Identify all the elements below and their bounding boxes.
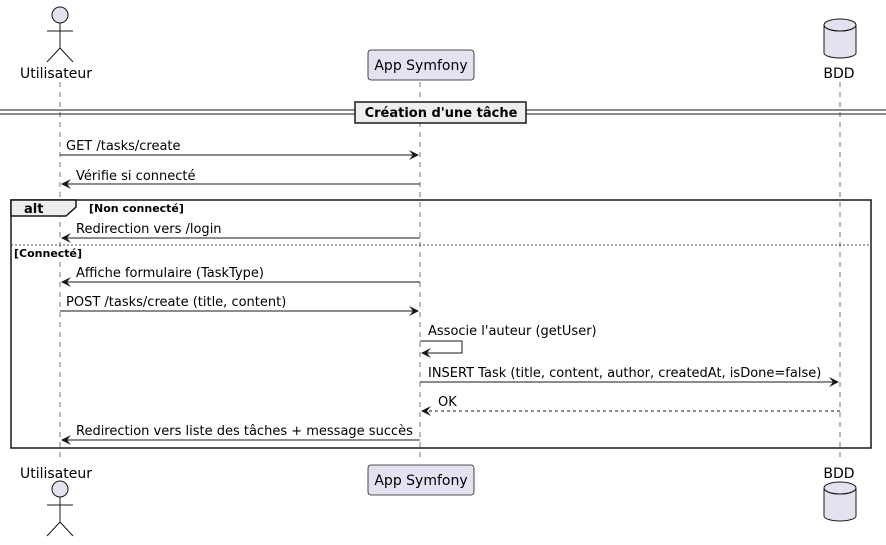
participant-user-top-label: Utilisateur (20, 66, 92, 82)
participant-app-top-box (367, 49, 475, 81)
message-label: GET /tasks/create (66, 139, 181, 154)
database-icon-top (823, 18, 857, 59)
message-label: Redirection vers liste des tâches + mess… (76, 424, 413, 439)
self-message-arrow (420, 340, 463, 358)
message-label: OK (438, 395, 457, 410)
alt-frame (10, 199, 872, 449)
alt-frame-tab (10, 199, 77, 217)
message-label: Associe l'auteur (getUser) (428, 324, 597, 339)
actor-user-bottom (46, 480, 74, 537)
participant-db-bottom-label: BDD (823, 466, 854, 482)
divider-title: Création d'une tâche (365, 106, 518, 121)
divider (0, 101, 886, 124)
participant-user-bottom-label: Utilisateur (20, 466, 92, 482)
message-label: Affiche formulaire (TaskType) (76, 266, 264, 281)
message-label: Vérifie si connecté (76, 169, 196, 184)
message-label: POST /tasks/create (title, content) (66, 295, 286, 310)
database-icon-bottom (823, 481, 857, 522)
alt-guard-connected: [Connecté] (14, 247, 82, 260)
message-label: INSERT Task (title, content, author, cre… (428, 366, 821, 381)
alt-keyword: alt (24, 202, 43, 217)
participant-db-top-label: BDD (823, 66, 854, 82)
alt-guard-not-connected: [Non connecté] (89, 202, 184, 215)
participant-app-top-label: App Symfony (374, 58, 467, 74)
participant-app-bottom-box (367, 464, 475, 496)
message-label: Redirection vers /login (76, 222, 222, 237)
actor-user-top (46, 6, 74, 63)
participant-app-bottom-label: App Symfony (374, 473, 467, 489)
